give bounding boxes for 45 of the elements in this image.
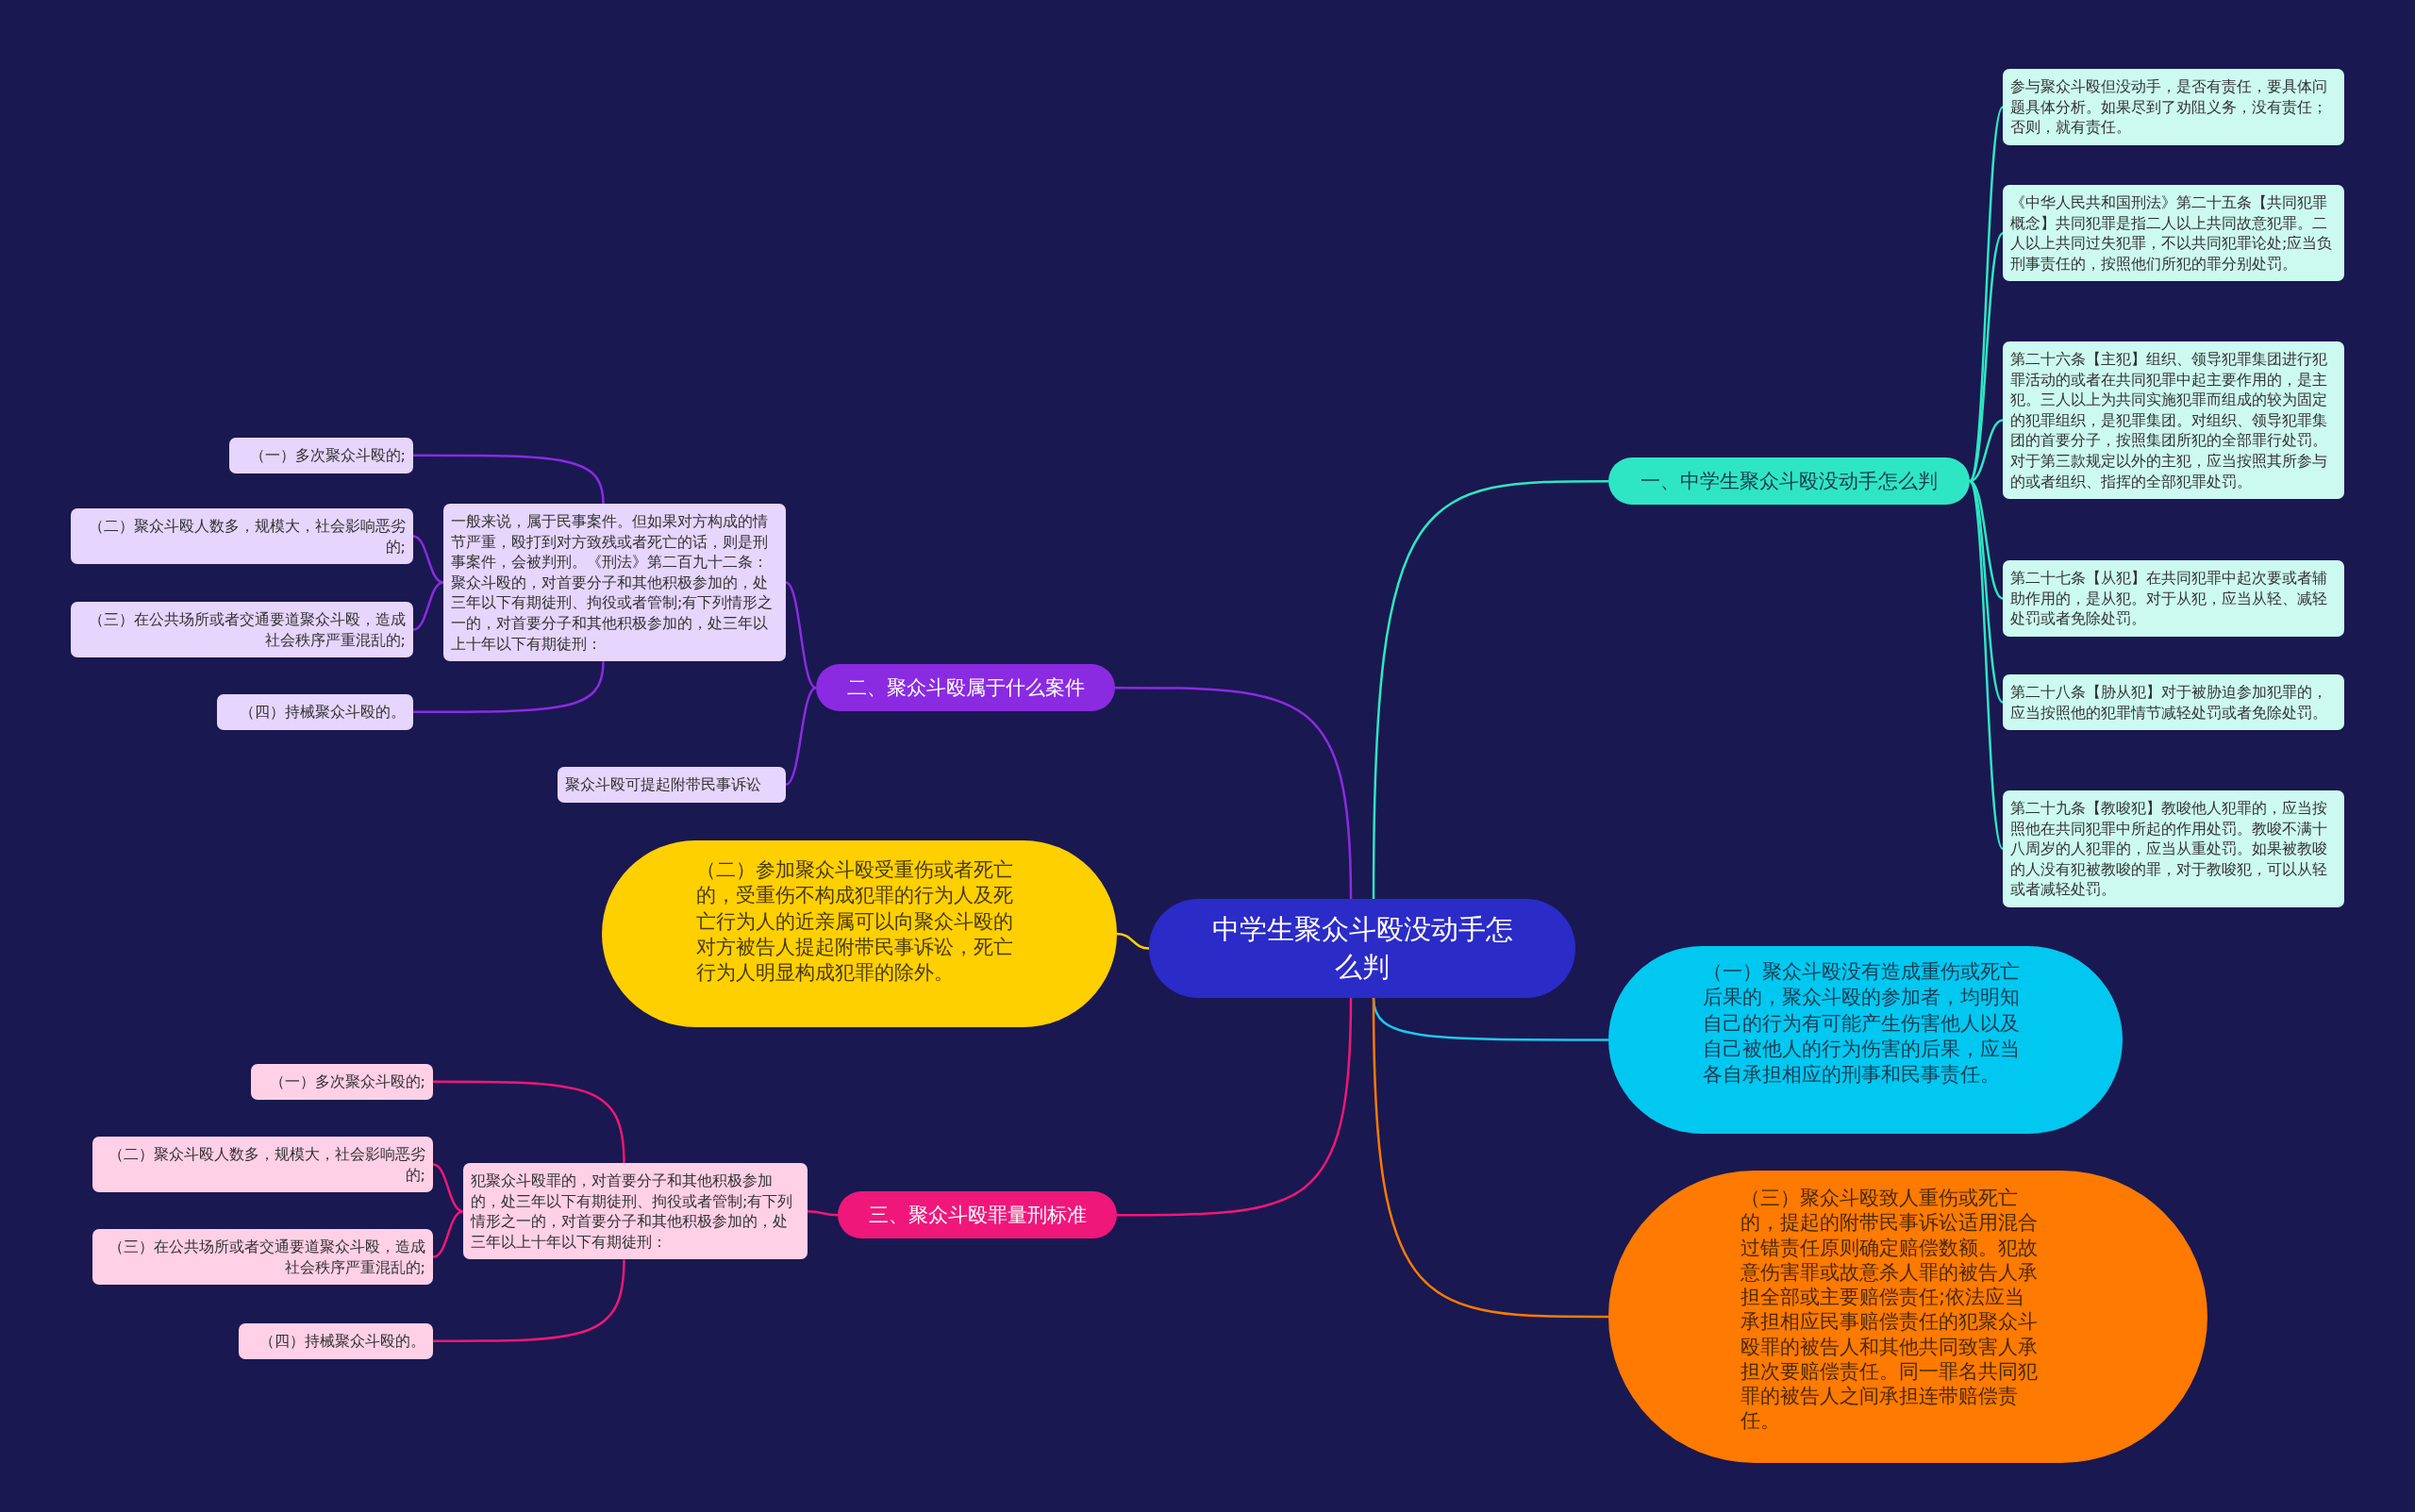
connector-line (1968, 480, 2005, 850)
connector-line (1968, 106, 2005, 482)
connector-line (785, 687, 817, 786)
note-card: 第二十九条【教唆犯】教唆他人犯罪的，应当按照他在共同犯罪中所起的作用处罚。教唆不满十八周岁的人犯罪的，应当从重处罚。如果被教唆的人没有犯被教唆的罪，对于教唆犯，可以从轻或者减轻处罚。 (2003, 790, 2344, 907)
branch-topic: 三、聚众斗殴罪量刑标准 (838, 1191, 1117, 1239)
note-card: 聚众斗殴可提起附带民事诉讼 (558, 767, 786, 803)
note-card: （二）聚众斗殴人数多，规模大，社会影响恶劣的; (92, 1137, 433, 1193)
branch-topic: 二、聚众斗殴属于什么案件 (816, 664, 1115, 712)
connector-line (433, 1080, 625, 1164)
branch-topic: 一、中学生聚众斗殴没动手怎么判 (1608, 457, 1970, 506)
connector-line (1969, 232, 2004, 482)
note-card: 一般来说，属于民事案件。但如果对方构成的情节严重，殴打到对方致残或者死亡的话，则是刑事案件，会被判刑。《刑法》第二百九十二条：聚众斗殴的，对首要分子和其他积极参加的，处三年以下有期徒刑、拘役或者管制;有下列情形之一的，对首要分子和其他积极参加的，处三年以上十年以下有期徒刑： (443, 504, 786, 662)
connector-line (1117, 997, 1353, 1217)
note-card: （三）在公共场所或者交通要道聚众斗殴，造成社会秩序严重混乱的; (71, 602, 413, 658)
connector-line (413, 661, 605, 714)
note-card: 参与聚众斗殴但没动手，是否有责任，要具体问题具体分析。如果尽到了劝阻义务，没有责任；否则，就有责任。 (2003, 69, 2344, 145)
note-card: 《中华人民共和国刑法》第二十五条【共同犯罪概念】共同犯罪是指二人以上共同故意犯罪。二人以上共同过失犯罪，不以共同犯罪论处;应当负刑事责任的，按照他们所犯的罪分别处罚。 (2003, 185, 2344, 282)
connector-line (1372, 479, 1608, 899)
central-topic: 中学生聚众斗殴没动手怎么判 (1149, 899, 1575, 998)
note-card: 犯聚众斗殴罪的，对首要分子和其他积极参加的，处三年以下有期徒刑、拘役或者管制;有下列情形之一的，对首要分子和其他积极参加的，处三年以上十年以下有期徒刑： (463, 1163, 808, 1260)
connector-line (432, 1209, 464, 1258)
topic-bubble: （三）聚众斗殴致人重伤或死亡的，提起的附带民事诉讼适用混合过错责任原则确定赔偿数额。犯故意伤害罪或故意杀人罪的被告人承担全部或主要赔偿责任;依法应当承担相应民事赔偿责任的犯聚众斗殴罪的被告人和其他共同致害人承担次要赔偿责任。同一罪名共同犯罪的被告人之间承担连带赔偿责任。 (1608, 1171, 2207, 1463)
topic-bubble: （二）参加聚众斗殴受重伤或者死亡的，受重伤不构成犯罪的行为人及死亡行为人的近亲属可以向聚众斗殴的对方被告人提起附带民事诉讼，死亡行为人明显构成犯罪的除外。 (602, 840, 1117, 1027)
connector-line (432, 1163, 464, 1213)
note-card: （二）聚众斗殴人数多，规模大，社会影响恶劣的; (71, 508, 413, 565)
note-card: （四）持械聚众斗殴的。 (239, 1323, 433, 1359)
note-card: 第二十八条【胁从犯】对于被胁迫参加犯罪的，应当按照他的犯罪情节减轻处罚或者免除处罚。 (2003, 674, 2344, 731)
connector-line (1969, 480, 2004, 704)
connector-line (1969, 419, 2004, 483)
note-card: （三）在公共场所或者交通要道聚众斗殴，造成社会秩序严重混乱的; (92, 1229, 433, 1286)
connector-line (1372, 998, 1608, 1319)
note-card: （四）持械聚众斗殴的。 (217, 694, 413, 730)
connector-line (785, 581, 817, 690)
note-card: 第二十七条【从犯】在共同犯罪中起次要或者辅助作用的，是从犯。对于从犯，应当从轻、减轻处罚或者免除处罚。 (2003, 560, 2344, 637)
connector-line (412, 581, 444, 631)
connector-line (413, 454, 605, 505)
connector-line (1116, 932, 1150, 950)
connector-line (433, 1259, 625, 1343)
note-card: （一）多次聚众斗殴的; (229, 438, 413, 474)
note-card: （一）多次聚众斗殴的; (251, 1064, 433, 1100)
connector-line (1115, 686, 1353, 900)
note-card: 第二十六条【主犯】组织、领导犯罪集团进行犯罪活动的或者在共同犯罪中起主要作用的，是主犯。三人以上为共同实施犯罪而组成的较为固定的犯罪组织，是犯罪集团。对组织、领导犯罪集团的首要分子，按照集团所犯的全部罪行处罚。对于第三款规定以外的主犯，应当按照其所参与的或者组织、指挥的全部犯罪处罚。 (2003, 341, 2344, 500)
topic-bubble: （一）聚众斗殴没有造成重伤或死亡后果的，聚众斗殴的参加者，均明知自己的行为有可能产生伤害他人以及自己被他人的行为伤害的后果，应当各自承担相应的刑事和民事责任。 (1608, 946, 2123, 1134)
connector-line (807, 1209, 839, 1217)
connector-line (412, 535, 444, 584)
